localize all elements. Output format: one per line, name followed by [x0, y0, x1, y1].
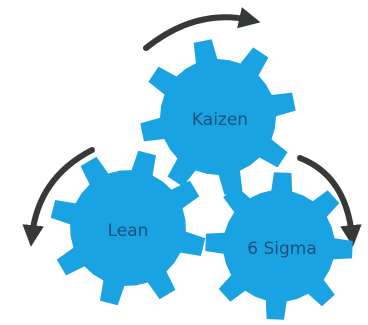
- lean-gear: Lean: [50, 150, 206, 306]
- kaizen-gear-icon: [140, 39, 296, 195]
- right-curved-arrow-icon: [297, 155, 362, 247]
- kaizen-gear: Kaizen: [140, 39, 296, 195]
- six-sigma-gear: 6 Sigma: [205, 172, 353, 320]
- top-curved-arrow-icon: [143, 7, 261, 51]
- lean-gear-icon: [50, 150, 206, 306]
- kaizen-gear-label: Kaizen: [192, 110, 248, 130]
- lean-gear-label: Lean: [108, 221, 149, 241]
- left-curved-arrow-icon: [22, 147, 95, 247]
- six-sigma-gear-icon: [205, 172, 353, 320]
- six-sigma-gear-label: 6 Sigma: [247, 239, 317, 259]
